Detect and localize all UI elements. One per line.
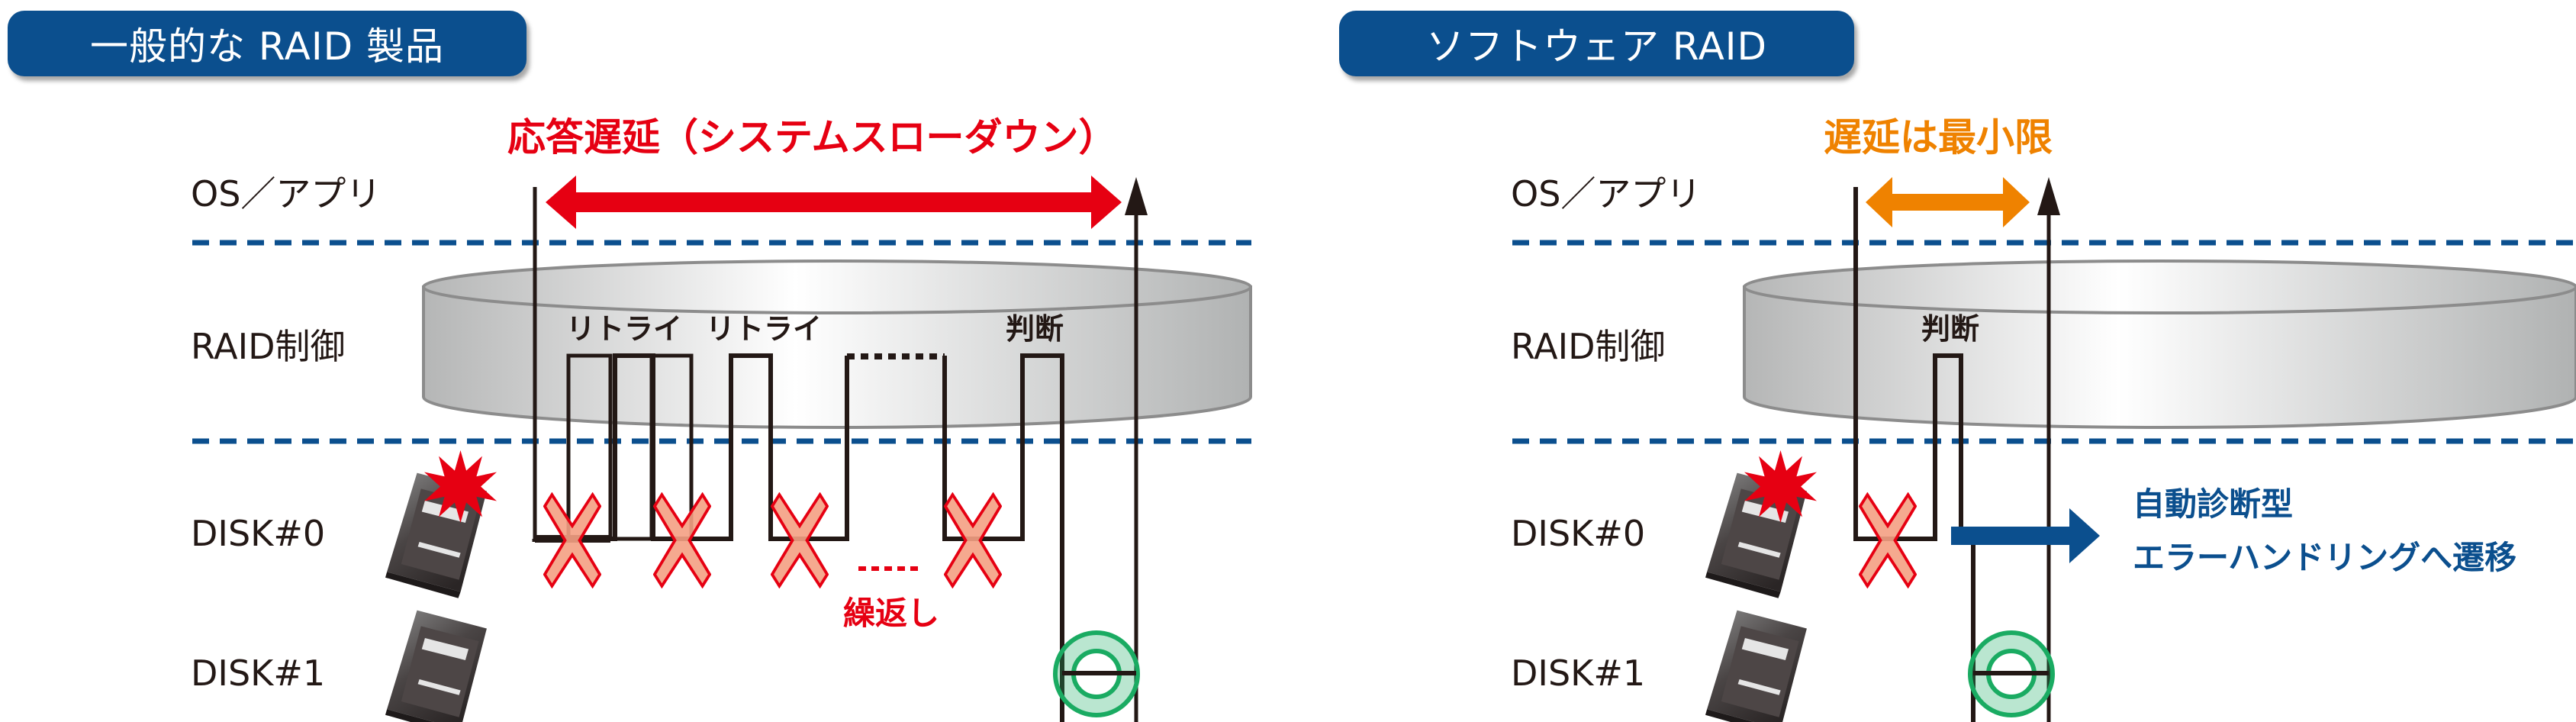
disk1-icon bbox=[1705, 610, 1807, 722]
delay-label: 応答遅延（システムスローダウン） bbox=[507, 115, 1117, 160]
retry-label: リトライ bbox=[566, 312, 683, 346]
disk1-icon bbox=[385, 610, 487, 722]
row-label-disk1: DISK#1 bbox=[1511, 653, 1646, 694]
row-label-raid-control: RAID制御 bbox=[1511, 326, 1666, 367]
row-label-disk0: DISK#0 bbox=[1511, 513, 1646, 554]
success-ring-icon bbox=[1968, 630, 2055, 717]
delay-double-arrow bbox=[1866, 177, 2030, 227]
raid-controller-cylinder bbox=[422, 259, 1252, 429]
delay-label: 遅延は最小限 bbox=[1824, 115, 2053, 160]
row-label-disk0: DISK#0 bbox=[191, 513, 326, 554]
return-arrow-head bbox=[2037, 177, 2060, 215]
repeat-label: 繰返し bbox=[843, 595, 940, 632]
error-handling-arrow bbox=[1951, 508, 2100, 563]
left-panel-title: 一般的な RAID 製品 bbox=[8, 11, 526, 76]
raid-controller-cylinder bbox=[1743, 259, 2576, 429]
row-label-os-app: OS／アプリ bbox=[191, 173, 382, 214]
right-panel-title: ソフトウェア RAID bbox=[1339, 11, 1854, 76]
handling-label-line1: 自動診断型 bbox=[2133, 485, 2294, 523]
delay-double-arrow bbox=[546, 176, 1122, 229]
row-label-raid-control: RAID制御 bbox=[191, 326, 346, 367]
return-arrow-head bbox=[1125, 177, 1148, 215]
left-panel-graphics bbox=[192, 176, 1252, 722]
row-label-disk1: DISK#1 bbox=[191, 653, 326, 694]
success-ring-icon bbox=[1053, 630, 1140, 717]
judge-label: 判断 bbox=[1921, 312, 1980, 346]
row-label-os-app: OS／アプリ bbox=[1511, 173, 1702, 214]
right-title-text: ソフトウェア RAID bbox=[1425, 24, 1768, 69]
retry-label: リトライ bbox=[706, 312, 823, 346]
handling-label-line2: エラーハンドリングへ遷移 bbox=[2133, 539, 2517, 576]
judge-label: 判断 bbox=[1006, 312, 1064, 346]
right-panel-graphics bbox=[1512, 177, 2576, 722]
left-title-text: 一般的な RAID 製品 bbox=[90, 24, 444, 69]
